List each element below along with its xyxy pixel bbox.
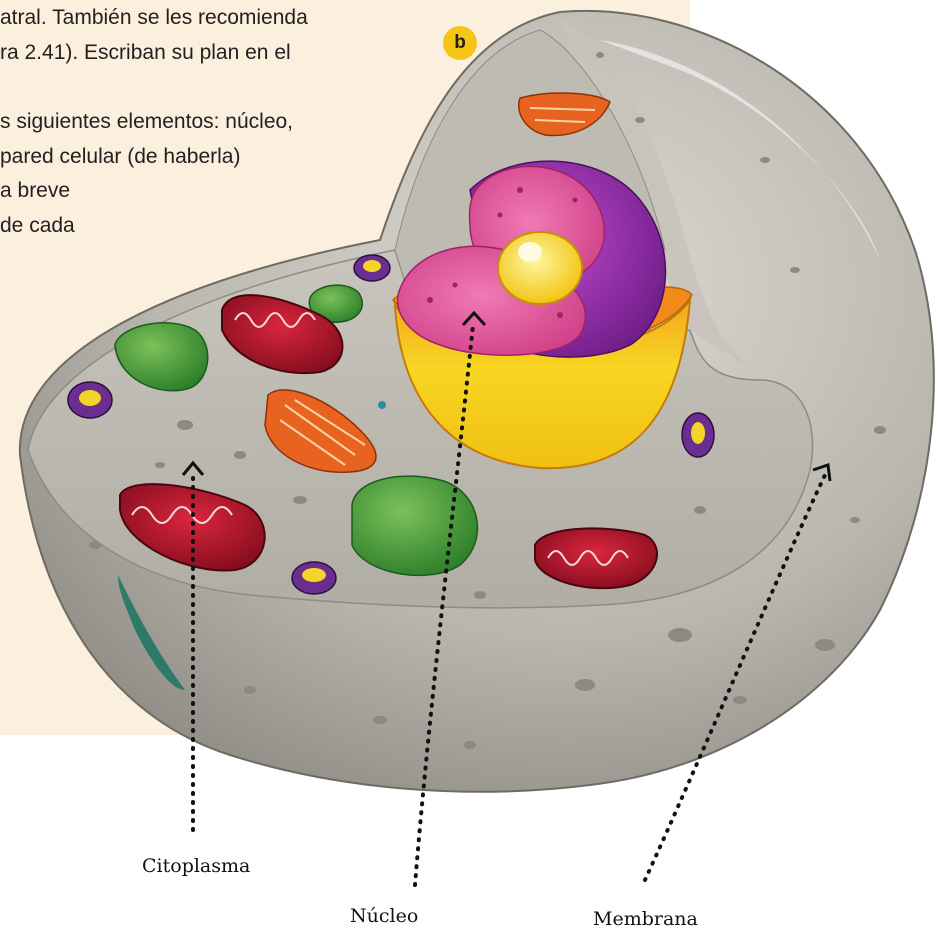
- vacuole: [352, 476, 477, 575]
- lysosome: [292, 562, 336, 594]
- cytoplasm-granule-blue: [378, 401, 386, 409]
- nucleus-speckle: [453, 283, 458, 288]
- nucleus-speckle: [573, 198, 578, 203]
- label-membrane: Membrana: [593, 908, 698, 930]
- label-cytoplasm: Citoplasma: [142, 855, 250, 877]
- lysosome: [354, 255, 390, 281]
- label-nucleus: Núcleo: [350, 905, 418, 927]
- nucleus-speckle: [557, 312, 563, 318]
- nucleolus: [498, 232, 582, 304]
- nucleus-speckle: [427, 297, 433, 303]
- lysosome: [68, 382, 112, 418]
- lysosome: [682, 413, 714, 457]
- nucleus-speckle: [498, 213, 503, 218]
- nucleus-speckle: [517, 187, 523, 193]
- nucleolus-highlight: [518, 242, 542, 262]
